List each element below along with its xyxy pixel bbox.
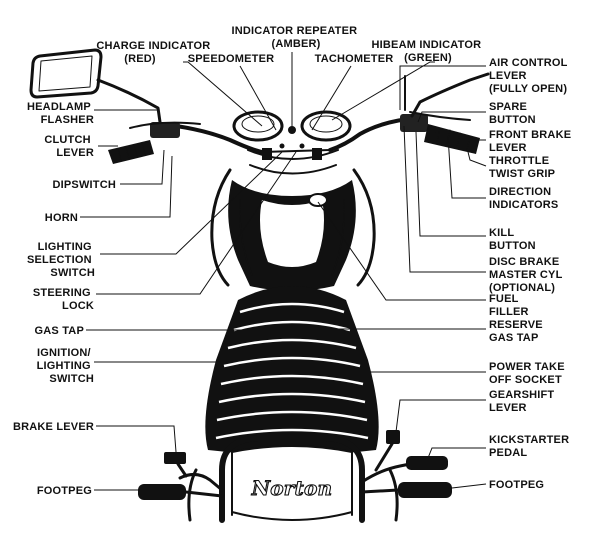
label-footpeg-right: FOOTPEG [489,479,544,491]
label-hibeam-indicator: HIBEAM INDICATOR (GREEN) [371,39,484,64]
label-headlamp-flasher: HEADLAMP FLASHER [27,101,94,126]
label-charge-indicator: CHARGE INDICATOR (RED) [96,40,213,65]
label-footpeg-left: FOOTPEG [37,485,92,497]
label-indicator-repeater: INDICATOR REPEATER (AMBER) [231,25,360,50]
label-horn: HORN [45,212,78,224]
fuel-tank [228,180,356,291]
label-kill-button: KILL BUTTON [489,227,536,252]
label-air-control-lever: AIR CONTROL LEVER (FULLY OPEN) [489,57,571,95]
label-kickstarter-pedal: KICKSTARTER PEDAL [489,434,572,459]
left-grip [108,121,201,164]
label-front-brake-lever: FRONT BRAKE LEVER [489,129,575,154]
label-brake-lever: BRAKE LEVER [13,421,94,433]
seat [205,286,379,455]
label-power-take-off-socket: POWER TAKE OFF SOCKET [489,361,568,386]
label-steering-lock: STEERING LOCK [33,287,94,312]
instrument-cluster [232,110,352,160]
label-reserve-gas-tap: RESERVE GAS TAP [489,319,546,344]
label-throttle-twist-grip: THROTTLE TWIST GRIP [489,155,555,180]
label-gas-tap: GAS TAP [35,325,84,337]
leader-lines [80,52,487,491]
label-fuel-filler: FUEL FILLER [489,293,529,318]
label-clutch-lever: CLUTCH LEVER [44,134,94,159]
label-gearshift-lever: GEARSHIFT LEVER [489,389,558,414]
norton-logo: Norton [251,476,332,500]
label-spare-button: SPARE BUTTON [489,101,536,126]
motorcycle-illustration: Norton [29,48,490,523]
label-dipswitch: DIPSWITCH [52,179,116,191]
mirror [29,48,162,124]
label-ignition-lighting-switch: IGNITION/ LIGHTING SWITCH [37,347,94,385]
label-direction-indicators: DIRECTION INDICATORS [489,186,558,211]
callout-labels: CHARGE INDICATOR (RED) INDICATOR REPEATE… [13,25,575,497]
label-speedometer: SPEEDOMETER [188,53,275,65]
label-lighting-selection-switch: LIGHTING SELECTION SWITCH [27,241,95,279]
label-tachometer: TACHOMETER [315,53,394,65]
label-disc-brake-master-cyl: DISC BRAKE MASTER CYL (OPTIONAL) [489,256,566,294]
right-grip [400,111,480,154]
